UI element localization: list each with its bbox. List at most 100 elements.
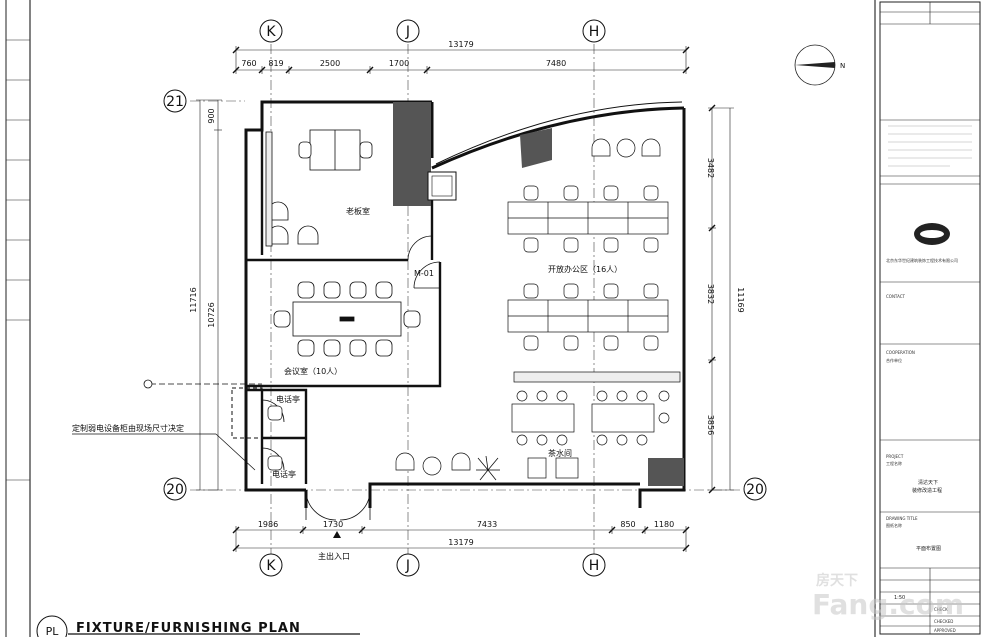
axis-bubble-right-20 [743, 477, 767, 501]
meeting-chair [323, 281, 341, 299]
dim-right-seg-3: 3856 [706, 415, 715, 435]
dim-top-seg-5: 7480 [546, 59, 566, 68]
curtain-wall-pier [520, 128, 552, 168]
checked-label: CHECKED [934, 619, 953, 624]
axis-label-bottom-h: H [589, 558, 600, 574]
title-badge-text: PL [46, 625, 60, 637]
round-table [422, 456, 442, 476]
plant-icon [476, 455, 500, 481]
watermark: 房天下 Fang.com [812, 572, 964, 621]
watermark-domain: Fang.com [812, 588, 964, 621]
office-chair [298, 141, 312, 159]
axis-label-bottom-k: K [266, 558, 276, 574]
title-block: 北京东华世纪建筑装饰工程技术有限公司 CONTACT COOPERATION 合… [879, 1, 981, 635]
dimension-ticks [232, 46, 716, 552]
axis-label-top-h: H [589, 24, 600, 40]
company-name: 北京东华世纪建筑装饰工程技术有限公司 [886, 257, 958, 263]
dim-top-overall: 13179 [448, 40, 473, 49]
contact-label: CONTACT [886, 294, 906, 299]
project-sub: 工程名称 [886, 460, 902, 466]
desk-chair [643, 185, 659, 201]
meeting-chair [403, 310, 421, 328]
title-badge [36, 615, 68, 642]
north-arrow-icon: N [794, 44, 845, 86]
meeting-chair [349, 339, 367, 357]
doors [261, 235, 441, 521]
meeting-chair [375, 281, 393, 299]
axis-bubble-bottom-j [396, 553, 420, 577]
dim-top-seg-2: 819 [268, 59, 283, 68]
annotation-leader [215, 433, 256, 471]
dim-left-small: 900 [207, 108, 216, 123]
axis-bubble-left-20 [163, 477, 187, 501]
dim-top-seg-1: 760 [241, 59, 256, 68]
drawing-title: 平面布置图 [916, 545, 941, 552]
drawing-title-text: FIXTURE/FURNISHING PLAN [76, 621, 301, 636]
dim-bottom-seg-2: 1730 [323, 520, 343, 529]
axis-bubble-top-j [396, 19, 420, 43]
room-label-boss-office: 老板室 [346, 206, 370, 216]
door-tag-m01: M-01 [414, 269, 434, 278]
curtain-wall-line [435, 101, 683, 165]
cabinet [265, 131, 273, 247]
project-name-2: 装修改造工程 [912, 487, 942, 494]
corner-column [648, 458, 684, 486]
lounge-chair [297, 225, 319, 245]
drawing-title-label: DRAWING TITLE [886, 516, 918, 521]
meeting-chair [297, 339, 315, 357]
desk-chair [603, 185, 619, 201]
cooperation-label: COOPERATION [886, 350, 915, 355]
dim-top-seg-3: 2500 [320, 59, 340, 68]
dim-bottom-seg-3: 7433 [477, 520, 497, 529]
dim-left-overall: 11716 [189, 287, 198, 312]
lounge-chair [395, 452, 415, 471]
bar-table [591, 403, 655, 433]
meeting-room-furniture [273, 281, 421, 357]
check-label: CHECK [934, 607, 948, 612]
bar-table [511, 403, 575, 433]
entrance-arrow-icon [333, 531, 341, 538]
meeting-chair [349, 281, 367, 299]
tea-room-furniture [395, 371, 681, 479]
annotation-cabinet-note: 定制弱电设备柜由现场尺寸决定 [72, 423, 184, 433]
desk-chair [523, 283, 539, 299]
axis-label-top-j: J [405, 24, 410, 40]
room-label-phone-booth-2: 电话亭 [272, 469, 296, 479]
drawing-title-sub: 图纸名称 [886, 522, 902, 528]
entrance-label: 主出入口 [318, 551, 350, 561]
appliance [555, 457, 579, 479]
desk-chair [603, 237, 619, 253]
dim-top-seg-4: 1700 [389, 59, 409, 68]
meeting-chair [323, 339, 341, 357]
axis-label-top-k: K [266, 24, 276, 40]
dim-bottom-seg-1: 1986 [258, 520, 278, 529]
desk-chair [523, 237, 539, 253]
dim-right-overall: 11169 [736, 287, 745, 312]
dim-left-inner: 10726 [207, 302, 216, 327]
desk-chair [603, 283, 619, 299]
equipment-cabinet-outline [231, 387, 263, 439]
dim-bottom-overall: 13179 [448, 538, 473, 547]
project-name-1: 清达天下 [918, 479, 938, 486]
axis-bubble-left-21 [163, 89, 187, 113]
room-label-open-office: 开放办公区（16人） [548, 264, 622, 274]
svg-text:N: N [840, 62, 845, 70]
counter [513, 371, 681, 383]
dim-bottom-seg-5: 1180 [654, 520, 674, 529]
lounge-chair [451, 452, 471, 471]
desk-chair [523, 335, 539, 351]
desk-chair [563, 237, 579, 253]
open-office-workstations [507, 138, 669, 351]
meeting-chair [273, 310, 291, 328]
phone-booth-furniture [267, 405, 283, 471]
axis-label-left-21: 21 [166, 94, 184, 110]
desk-chair [523, 185, 539, 201]
dimension-lines [196, 46, 734, 552]
scale-value: 1:50 [894, 595, 905, 601]
approved-label: APPROVED [934, 628, 956, 633]
desk-chair [643, 335, 659, 351]
desk-chair [563, 283, 579, 299]
axis-label-left-20: 20 [166, 482, 184, 498]
axis-bubble-bottom-h [582, 553, 606, 577]
